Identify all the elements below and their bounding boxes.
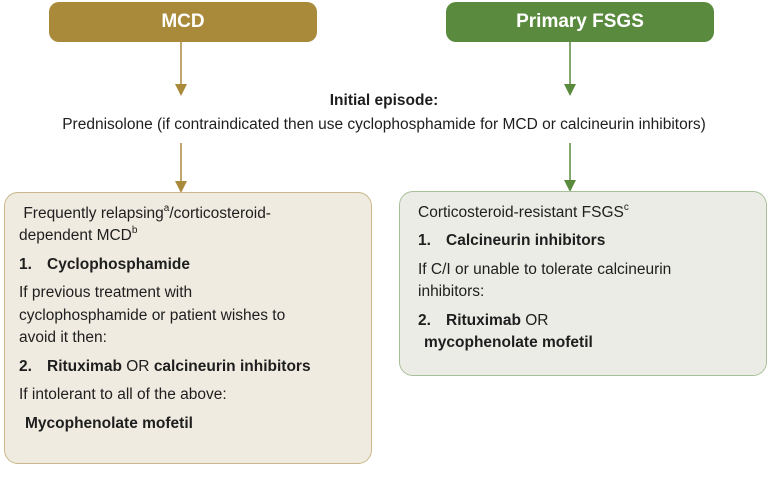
footnote-c: c <box>623 201 629 213</box>
arrow-down-icon <box>563 143 577 192</box>
fsgs-condition-1: If C/I or unable to tolerate calcineurin <box>418 260 672 278</box>
fsgs-condition-1-line2: inhibitors: <box>418 283 485 301</box>
step-number: 2. <box>418 311 431 329</box>
step-text: calcineurin inhibitors <box>153 357 311 375</box>
step-number: 1. <box>19 255 32 273</box>
mcd-condition-1: If previous treatment with <box>19 284 193 302</box>
fsgs-header-box: Primary FSGS <box>446 2 714 42</box>
footnote-b: b <box>131 225 138 237</box>
footnote-a: a <box>163 202 170 214</box>
title-text: Frequently relapsing <box>23 205 164 222</box>
mcd-step-2: 2. Rituximab OR calcineurin inhibitors <box>19 356 357 378</box>
mcd-condition-1-line3: avoid it then: <box>19 329 107 347</box>
mcd-header-label: MCD <box>161 11 205 32</box>
step-text: Rituximab <box>47 357 122 375</box>
mcd-card-title: Frequently relapsinga/corticosteroid- <box>19 203 357 225</box>
mcd-header-box: MCD <box>49 2 317 42</box>
arrow-down-icon <box>174 42 188 96</box>
initial-episode-text: Prednisolone (if contraindicated then us… <box>62 116 706 133</box>
step-number: 1. <box>418 232 431 250</box>
arrow-down-icon <box>174 143 188 193</box>
step-text: Rituximab <box>446 311 521 329</box>
fsgs-treatment-card: Corticosteroid-resistant FSGSc 1. Calcine… <box>399 191 767 376</box>
title-text: Corticosteroid-resistant FSGS <box>418 204 624 221</box>
arrow-down-icon <box>563 42 577 96</box>
initial-episode-title: Initial episode: <box>329 92 439 109</box>
mcd-card-title-line2: dependent MCDb <box>19 225 357 247</box>
step-text: Calcineurin inhibitors <box>446 232 606 250</box>
fsgs-step-2: 2. Rituximab OR <box>418 310 752 332</box>
title-text: /corticosteroid- <box>169 205 271 222</box>
mcd-condition-2: If intolerant to all of the above: <box>19 386 227 404</box>
step-text: Cyclophosphamide <box>47 255 190 273</box>
mcd-condition-1-line2: cyclophosphamide or patient wishes to <box>19 306 286 324</box>
fsgs-step-1: 1. Calcineurin inhibitors <box>418 230 752 252</box>
fsgs-header-label: Primary FSGS <box>516 11 644 32</box>
or-text: OR <box>121 357 154 375</box>
mcd-step-1: 1. Cyclophosphamide <box>19 254 357 276</box>
fsgs-step-2-alt: mycophenolate mofetil <box>424 334 593 352</box>
or-text: OR <box>520 311 549 329</box>
fsgs-card-title: Corticosteroid-resistant FSGSc <box>418 202 752 224</box>
title-text: dependent MCD <box>19 227 132 245</box>
mcd-step-3: Mycophenolate mofetil <box>25 414 193 432</box>
mcd-treatment-card: Frequently relapsinga/corticosteroid- de… <box>4 192 372 464</box>
step-number: 2. <box>19 357 32 375</box>
